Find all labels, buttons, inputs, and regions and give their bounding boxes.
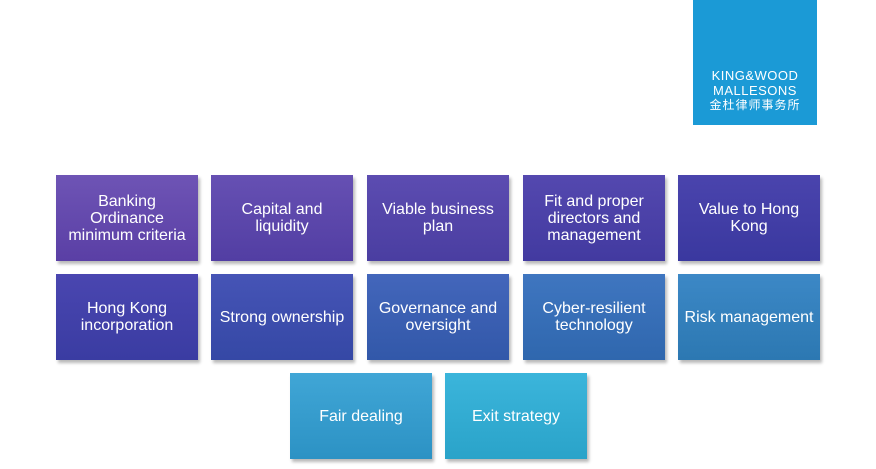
criteria-box-strong-ownership: Strong ownership xyxy=(211,274,353,360)
criteria-box-label: Value to Hong Kong xyxy=(698,201,800,235)
logo-line-3: 金杜律师事务所 xyxy=(709,98,801,112)
criteria-box-value-to-hong-kong: Value to Hong Kong xyxy=(678,175,820,261)
criteria-box-fit-and-proper: Fit and proper directors and management xyxy=(523,175,665,261)
criteria-box-label: Fit and proper directors and management xyxy=(544,192,644,244)
logo-line-1: KING&WOOD xyxy=(711,68,799,83)
criteria-box-hong-kong-incorporation: Hong Kong incorporation xyxy=(56,274,198,360)
criteria-box-risk-management: Risk management xyxy=(678,274,820,360)
criteria-box-banking-ordinance: Banking Ordinance minimum criteria xyxy=(56,175,198,261)
criteria-box-label: Governance and oversight xyxy=(378,300,498,334)
criteria-box-label: Viable business plan xyxy=(382,201,494,235)
criteria-box-label: Capital and liquidity xyxy=(241,201,323,235)
criteria-box-label: Strong ownership xyxy=(219,308,345,326)
criteria-box-governance: Governance and oversight xyxy=(367,274,509,360)
logo-line-2: MALLESONS xyxy=(713,83,797,98)
criteria-box-capital-liquidity: Capital and liquidity xyxy=(211,175,353,261)
criteria-box-label: Exit strategy xyxy=(471,407,561,425)
criteria-box-cyber-resilient: Cyber-resilient technology xyxy=(523,274,665,360)
criteria-box-label: Cyber-resilient technology xyxy=(542,300,646,334)
company-logo: KING&WOOD MALLESONS 金杜律师事务所 xyxy=(693,0,817,125)
criteria-box-label: Fair dealing xyxy=(319,407,403,425)
criteria-box-label: Hong Kong incorporation xyxy=(80,300,174,334)
criteria-box-label: Risk management xyxy=(684,308,814,326)
criteria-box-exit-strategy: Exit strategy xyxy=(445,373,587,459)
criteria-box-label: Banking Ordinance minimum criteria xyxy=(68,192,186,244)
criteria-box-fair-dealing: Fair dealing xyxy=(290,373,432,459)
criteria-box-business-plan: Viable business plan xyxy=(367,175,509,261)
